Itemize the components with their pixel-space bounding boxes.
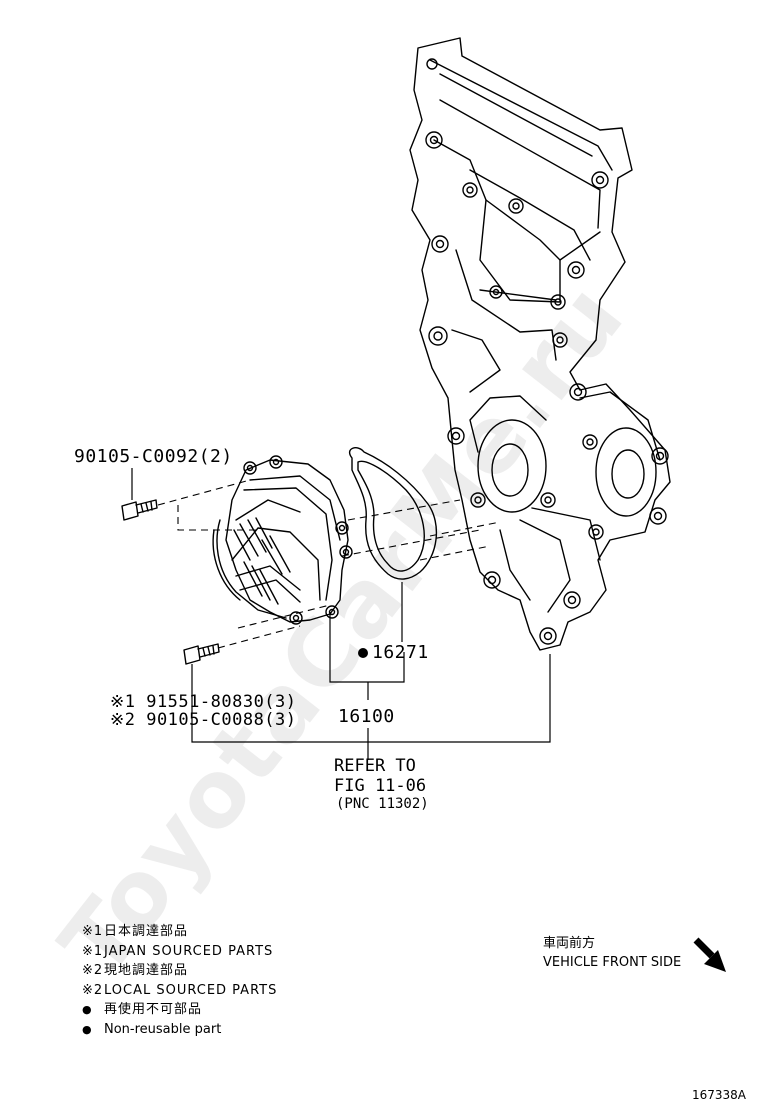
non-reusable-dot-icon xyxy=(358,647,368,658)
legend-text: 日本調達部品 xyxy=(104,924,189,939)
legend-text: LOCAL SOURCED PARTS xyxy=(104,982,278,998)
water-pump-part-number: 16100 xyxy=(338,706,395,727)
legend-mark: ※1 xyxy=(82,924,104,939)
legend-row: ● Non-reusable part xyxy=(82,1020,277,1040)
refer-pnc-label: (PNC 11302) xyxy=(336,796,429,812)
gasket-part-number-text: 16271 xyxy=(372,642,429,663)
refer-figure-label: FIG 11-06 xyxy=(334,776,427,796)
vehicle-front-en: VEHICLE FRONT SIDE xyxy=(543,955,682,970)
legend-mark: ※2 xyxy=(82,982,104,998)
water-pump xyxy=(212,455,353,625)
legend-text: Non-reusable part xyxy=(104,1021,222,1037)
bolt-lower-part-number-1: ※1 91551-80830(3) xyxy=(110,692,297,712)
legend-text: JAPAN SOURCED PARTS xyxy=(104,943,274,959)
bolt-upper-part-number: 90105-C0092(2) xyxy=(74,446,233,467)
vehicle-front-label: 車両前方 VEHICLE FRONT SIDE xyxy=(543,934,681,972)
bolt-lower xyxy=(183,643,220,665)
water-pump-gasket xyxy=(348,447,438,580)
legend-text: 現地調達部品 xyxy=(104,963,189,978)
legend-text: 再使用不可部品 xyxy=(104,1002,203,1017)
legend-mark: ● xyxy=(82,1003,93,1016)
bolt-upper xyxy=(121,499,158,521)
gasket-part-number: 16271 xyxy=(356,642,429,663)
refer-to-label: REFER TO xyxy=(334,756,416,776)
arrow-down-right-icon xyxy=(693,937,726,972)
figure-code: 167338A xyxy=(691,1088,746,1102)
timing-chain-cover xyxy=(409,37,671,651)
legend-mark: ※2 xyxy=(82,963,104,978)
legend-mark: ● xyxy=(82,1022,93,1036)
bolt-lower-part-number-2: ※2 90105-C0088(3) xyxy=(110,710,297,730)
legend-row: ● 再使用不可部品 xyxy=(82,1000,277,1020)
vehicle-front-jp: 車両前方 xyxy=(543,936,596,951)
legend-mark: ※1 xyxy=(82,943,104,959)
